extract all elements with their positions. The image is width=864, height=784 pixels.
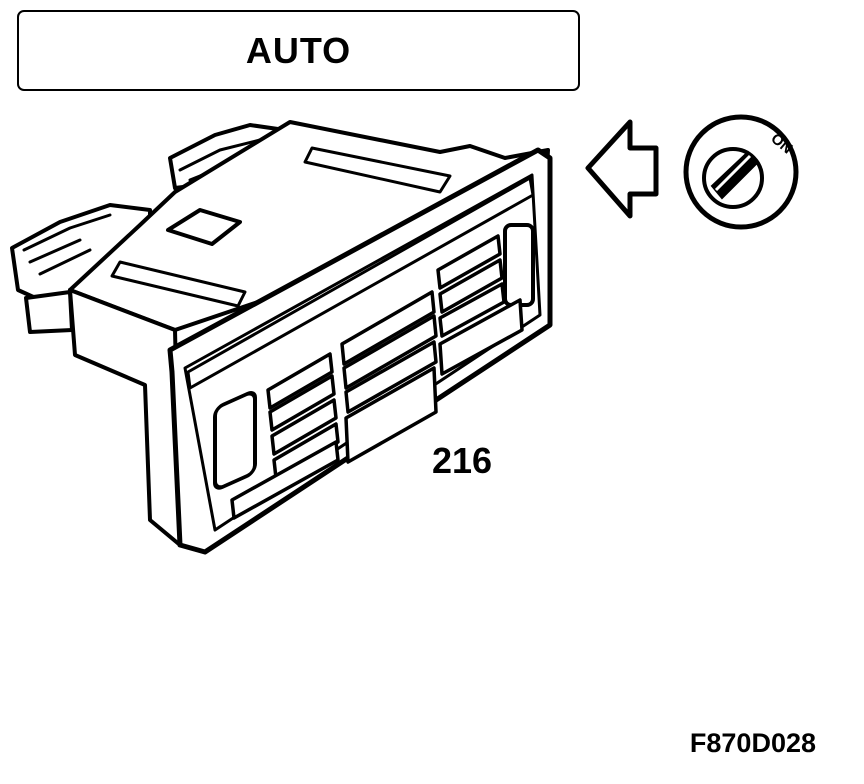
callout-number: 216 [432,440,493,481]
rear-connector-lower [24,290,74,334]
climate-control-unit [10,120,553,555]
housing-side [68,288,182,547]
right-tall-button [503,223,535,307]
auto-mode-label: AUTO [245,29,352,71]
left-arrow-icon [585,119,659,219]
auto-mode-box: AUTO [17,10,580,91]
ignition-key-icon: ON [683,114,799,230]
figure-code: F870D028 [689,728,816,758]
left-rotary-button [213,391,257,490]
housing-vent [166,208,242,246]
button-grid [230,234,524,520]
